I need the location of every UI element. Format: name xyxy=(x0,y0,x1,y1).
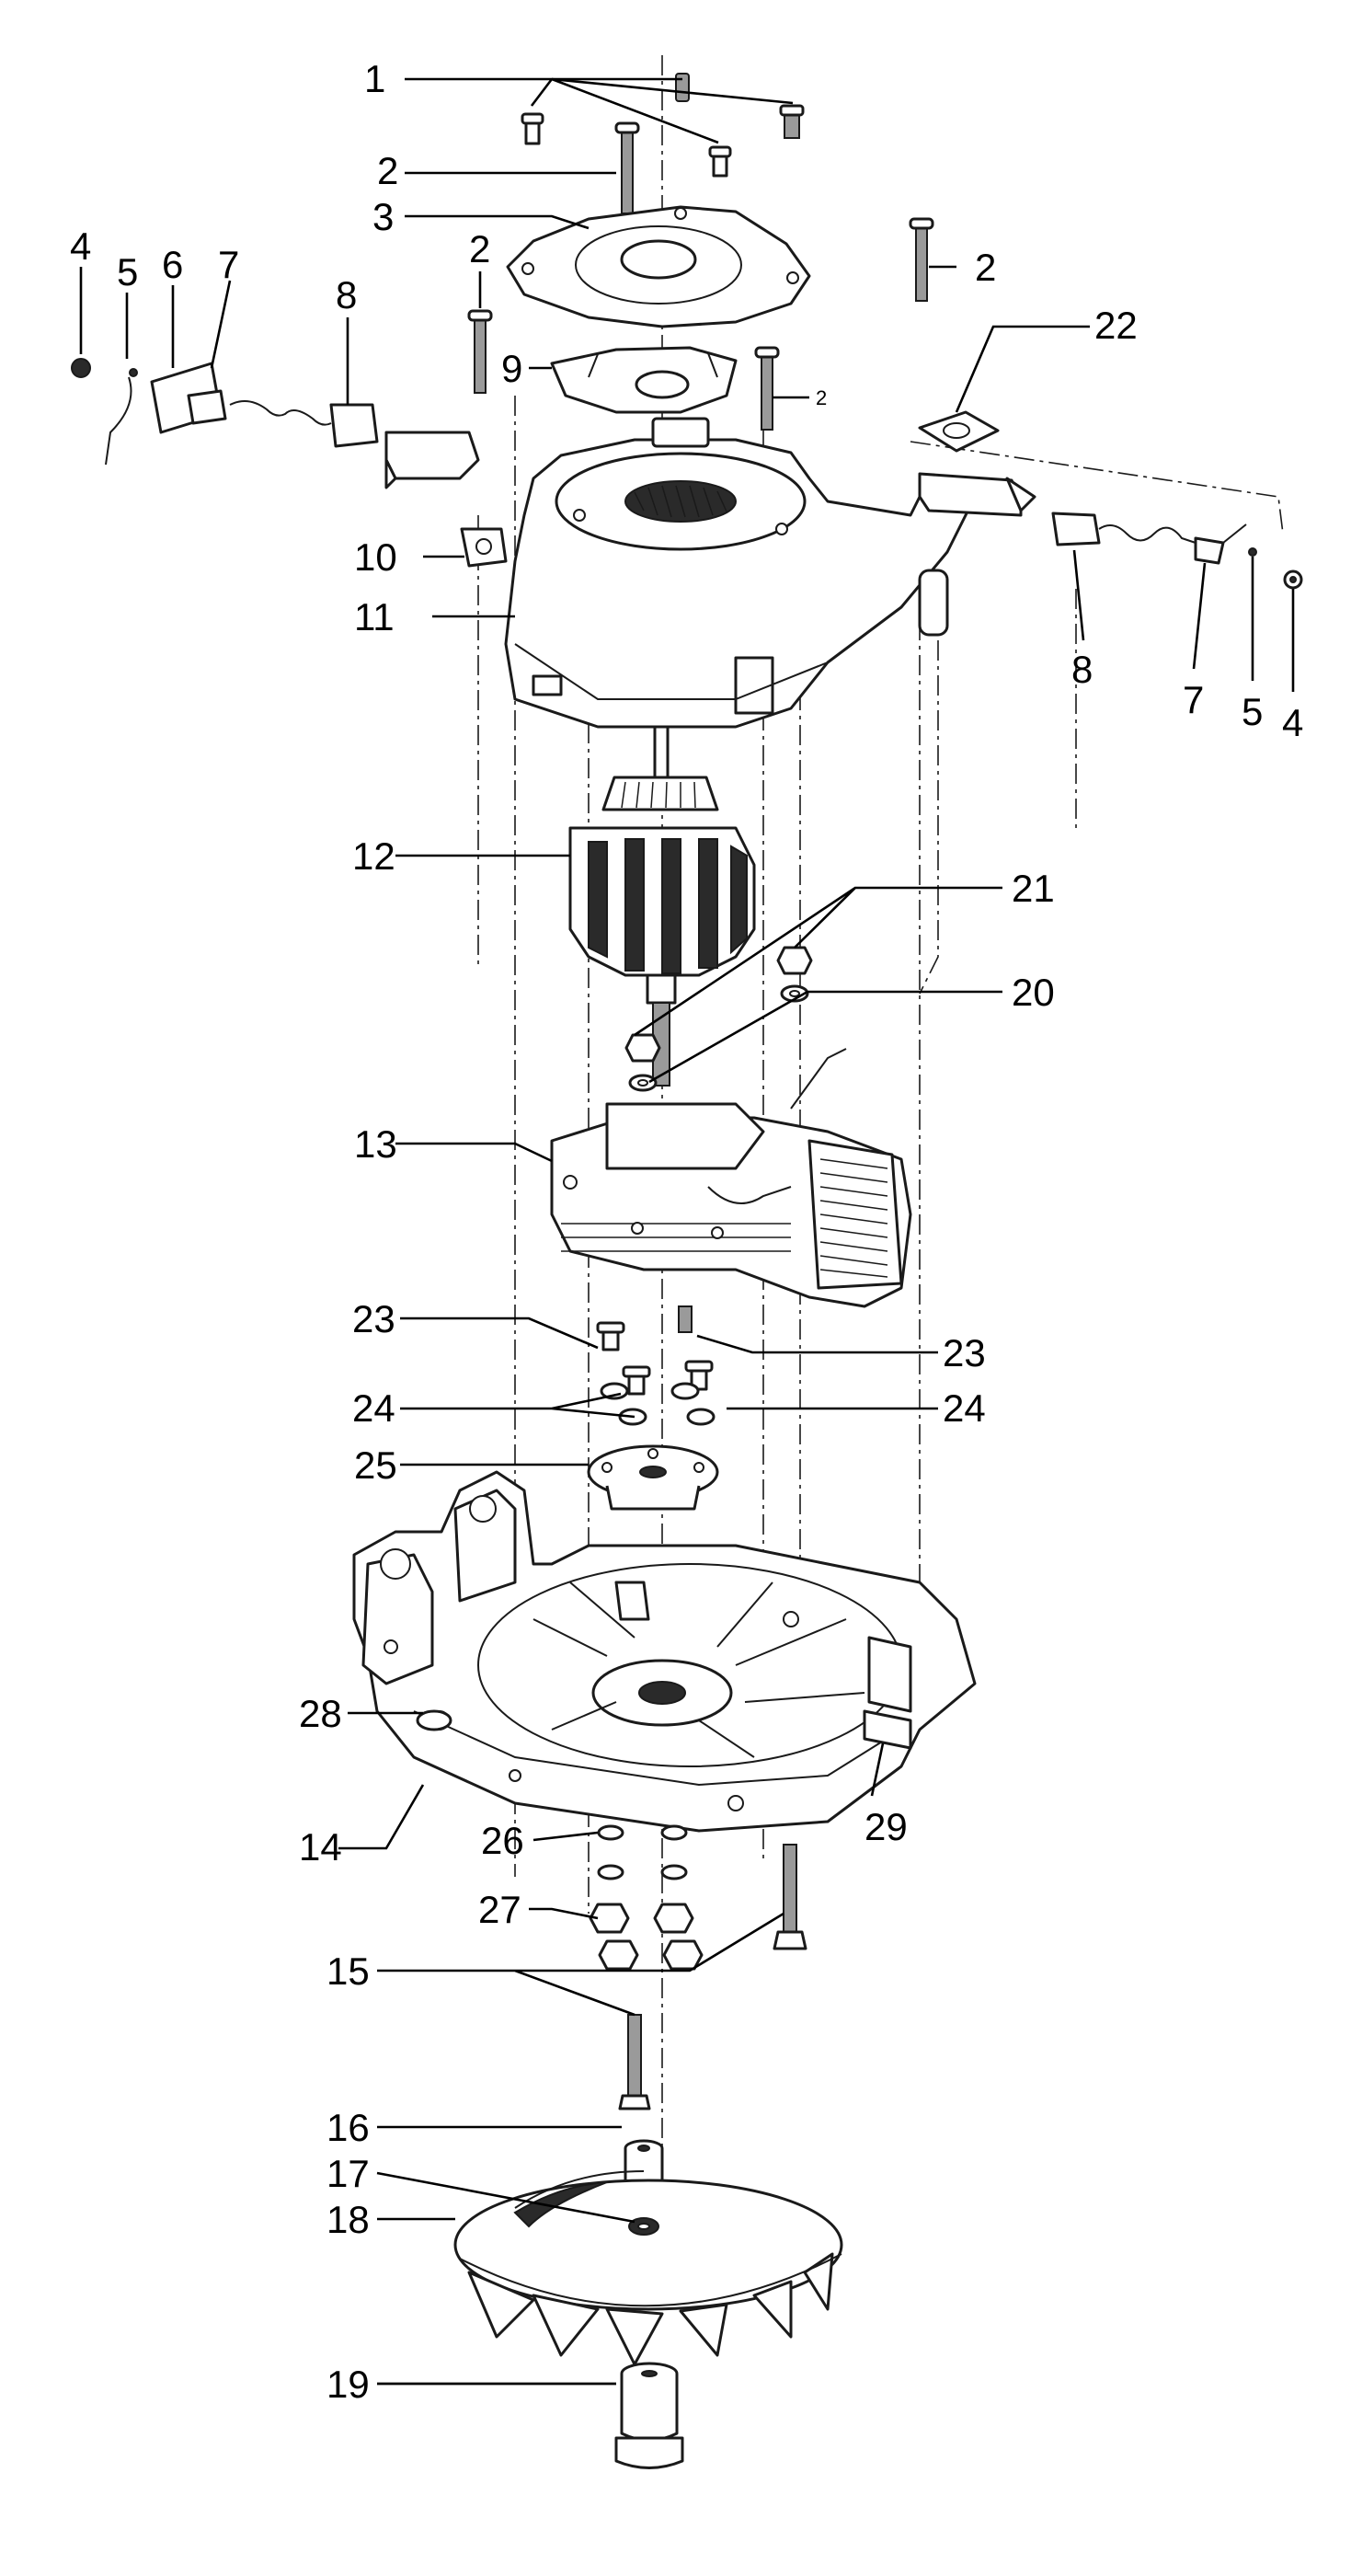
part-16-spacer xyxy=(624,2139,664,2187)
label-24-right: 24 xyxy=(943,1386,986,1430)
label-25: 25 xyxy=(354,1443,397,1487)
part-9-end-plate xyxy=(550,346,738,414)
part-14-base-housing xyxy=(352,1470,977,1833)
label-1: 1 xyxy=(364,57,385,100)
part-13-field-coil xyxy=(550,1048,912,1308)
leader-lines xyxy=(79,77,1295,2386)
label-2-top: 2 xyxy=(377,149,398,192)
label-7-left: 7 xyxy=(218,243,239,286)
label-12: 12 xyxy=(352,834,395,878)
label-2-small: 2 xyxy=(816,386,827,409)
label-4-left: 4 xyxy=(70,224,91,268)
left-brush-assembly xyxy=(71,358,480,489)
part-15-bolts xyxy=(618,1844,807,2110)
part-28-29-base-features xyxy=(416,1709,912,1750)
label-4-right: 4 xyxy=(1282,701,1303,744)
label-23-left: 23 xyxy=(352,1297,395,1340)
label-17: 17 xyxy=(326,2152,370,2195)
label-8-right: 8 xyxy=(1071,648,1093,691)
label-20: 20 xyxy=(1012,971,1055,1014)
label-14: 14 xyxy=(299,1825,342,1869)
label-3: 3 xyxy=(372,195,394,238)
part-12-armature xyxy=(568,725,756,1087)
label-24-left: 24 xyxy=(352,1386,395,1430)
label-13: 13 xyxy=(354,1122,397,1166)
part-23-24-screws-washers xyxy=(596,1305,716,1426)
part-17-hub-nut xyxy=(628,2217,659,2236)
part-labels: 1 2 3 2 2 9 2 22 4 5 6 7 8 10 11 8 7 5 4… xyxy=(70,57,1303,2406)
label-7-right: 7 xyxy=(1183,678,1204,721)
part-1-screws xyxy=(521,73,805,178)
part-18-fan xyxy=(453,2170,843,2366)
label-2-right: 2 xyxy=(975,246,996,289)
label-16: 16 xyxy=(326,2106,370,2149)
label-26: 26 xyxy=(481,1819,524,1862)
part-25-bearing-flange xyxy=(587,1444,719,1511)
label-10: 10 xyxy=(354,535,397,579)
label-6: 6 xyxy=(162,243,183,286)
part-19-coupling xyxy=(614,2362,684,2469)
label-15: 15 xyxy=(326,1949,370,1993)
part-10-clip xyxy=(460,527,508,568)
label-29: 29 xyxy=(864,1805,908,1848)
label-5-left: 5 xyxy=(117,250,138,293)
part-20-21-nuts-washers xyxy=(624,946,813,1092)
part-26-27-washers-nuts xyxy=(589,1824,704,1971)
label-22: 22 xyxy=(1094,304,1138,347)
label-21: 21 xyxy=(1012,867,1055,910)
label-28: 28 xyxy=(299,1692,342,1735)
part-2-screws xyxy=(467,121,934,431)
label-11: 11 xyxy=(354,595,395,638)
label-9: 9 xyxy=(501,347,522,390)
label-18: 18 xyxy=(326,2198,370,2241)
label-2-left: 2 xyxy=(469,227,490,270)
label-27: 27 xyxy=(478,1888,521,1931)
part-11-motor-housing xyxy=(504,417,977,729)
right-brush-assembly xyxy=(918,410,1303,590)
label-19: 19 xyxy=(326,2363,370,2406)
label-5-right: 5 xyxy=(1242,690,1263,733)
part-3-bearing-plate xyxy=(506,205,811,328)
label-8-left: 8 xyxy=(336,273,357,316)
label-23-right: 23 xyxy=(943,1331,986,1374)
